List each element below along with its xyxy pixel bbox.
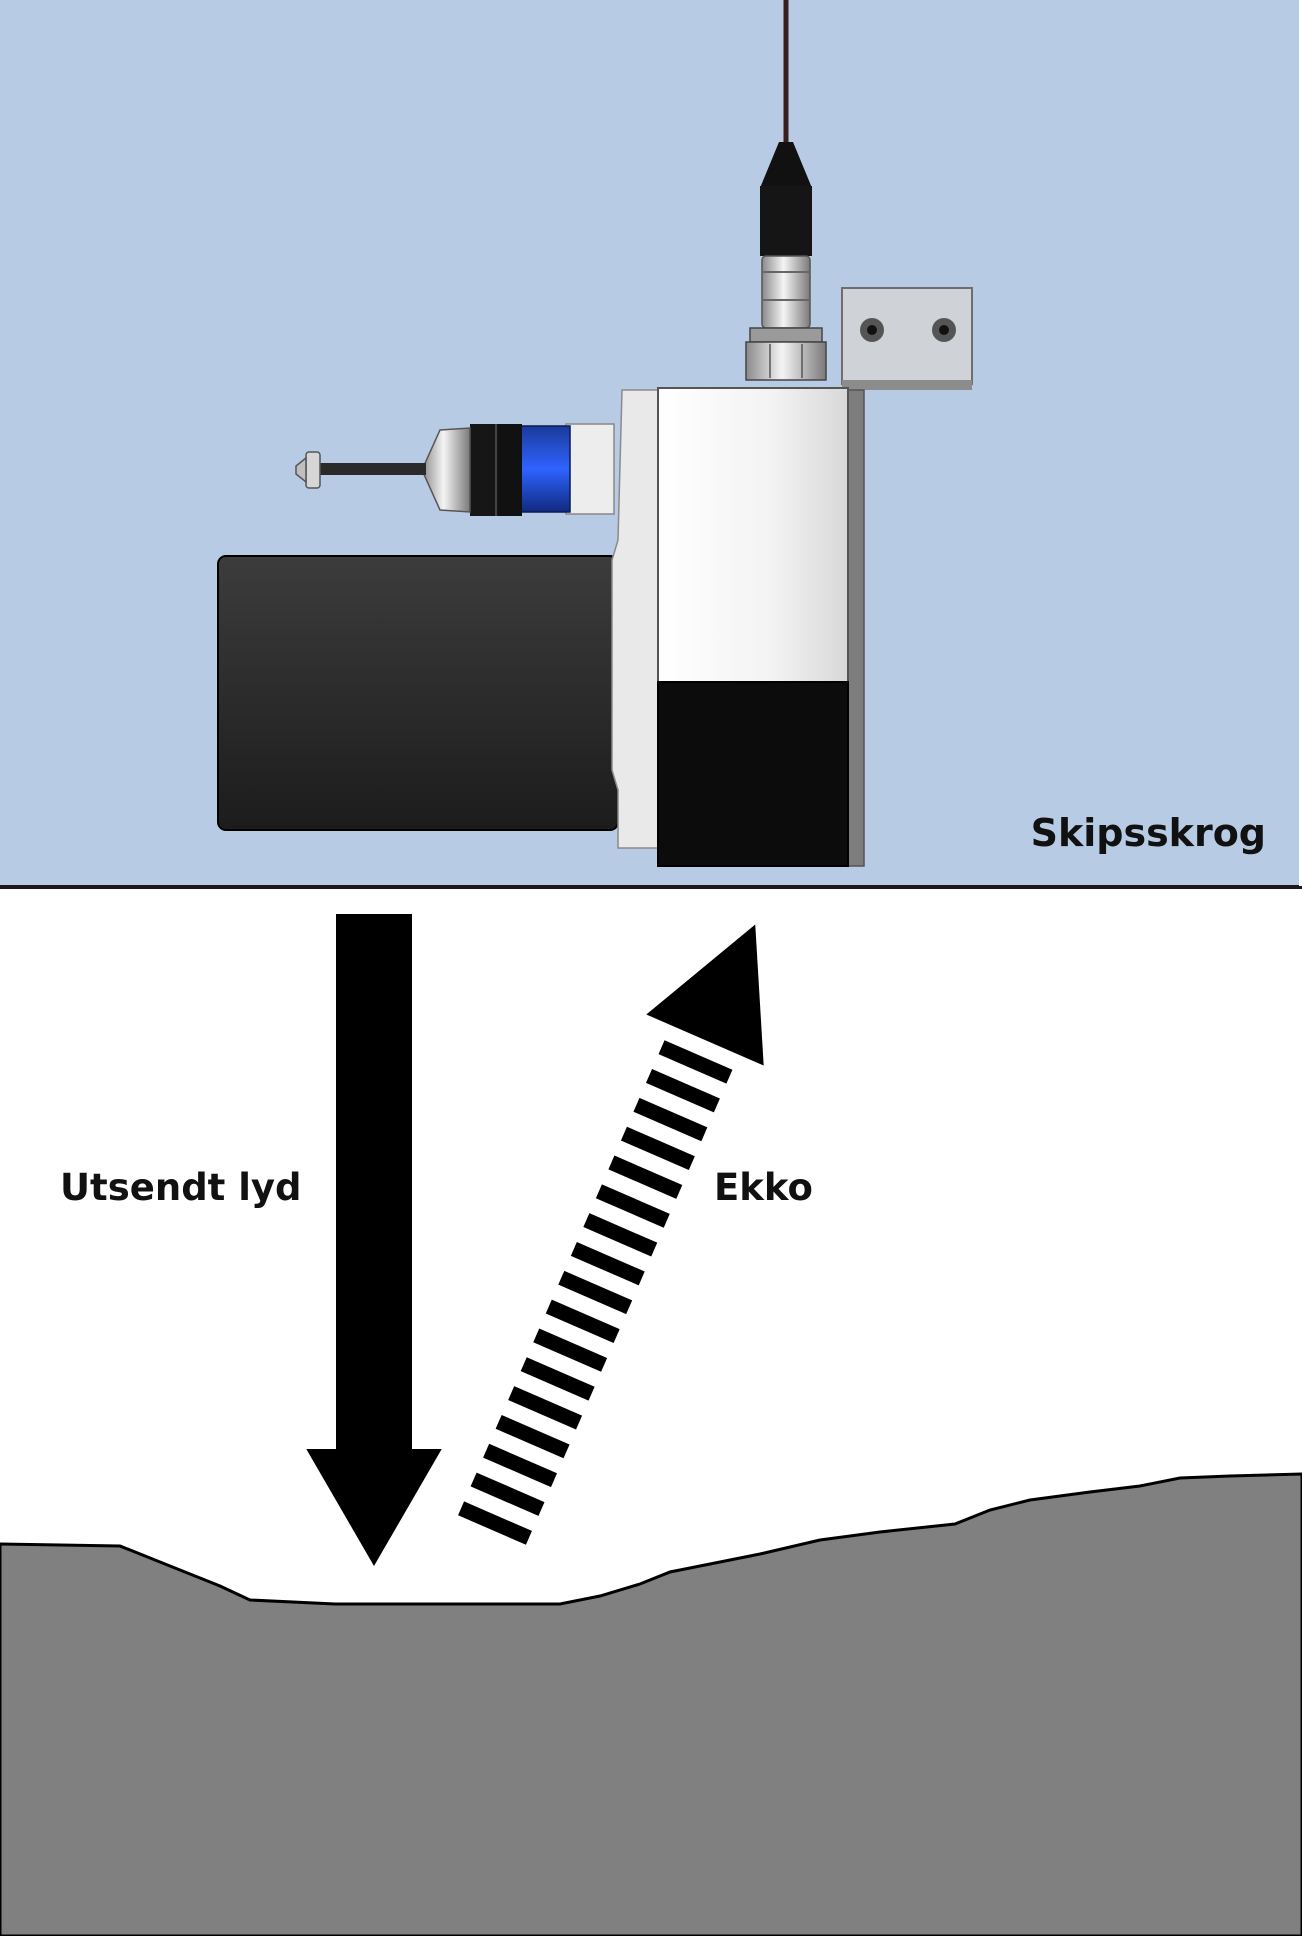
echo-arrow-dash	[570, 1242, 645, 1286]
echo-arrow-dash	[558, 1270, 633, 1315]
seabed	[0, 1472, 1302, 1936]
echo-arrow-dash	[520, 1357, 595, 1401]
echo-arrow-dash	[545, 1299, 620, 1343]
echo-arrow-dash	[495, 1414, 570, 1459]
echo-arrow	[458, 924, 764, 1545]
echo-arrow-dash	[470, 1472, 545, 1516]
echo-arrow-dash	[658, 1040, 733, 1084]
echo-arrow-dash	[483, 1443, 558, 1488]
echo-label: Ekko	[714, 1166, 813, 1209]
hull-label: Skipsskrog	[1031, 811, 1266, 855]
echo-arrow-dash	[633, 1097, 708, 1142]
echo-sounder-transducer-icon	[217, 0, 973, 867]
emitted-sound-arrow	[306, 914, 442, 1566]
echo-arrow-dash	[608, 1155, 683, 1199]
echo-arrow-head	[646, 924, 764, 1066]
echo-arrow-dash	[620, 1126, 695, 1171]
echo-arrow-dash	[583, 1213, 658, 1257]
echo-arrow-dash	[508, 1386, 583, 1430]
emitted-sound-label: Utsendt lyd	[60, 1166, 302, 1209]
echo-arrow-dash	[595, 1184, 670, 1228]
echo-arrow-dash	[646, 1069, 720, 1113]
echo-arrow-dash	[533, 1328, 608, 1372]
echo-arrow-dash	[458, 1501, 532, 1545]
mounting-bracket-icon	[841, 287, 973, 867]
hull-right-edge	[1299, 0, 1302, 886]
